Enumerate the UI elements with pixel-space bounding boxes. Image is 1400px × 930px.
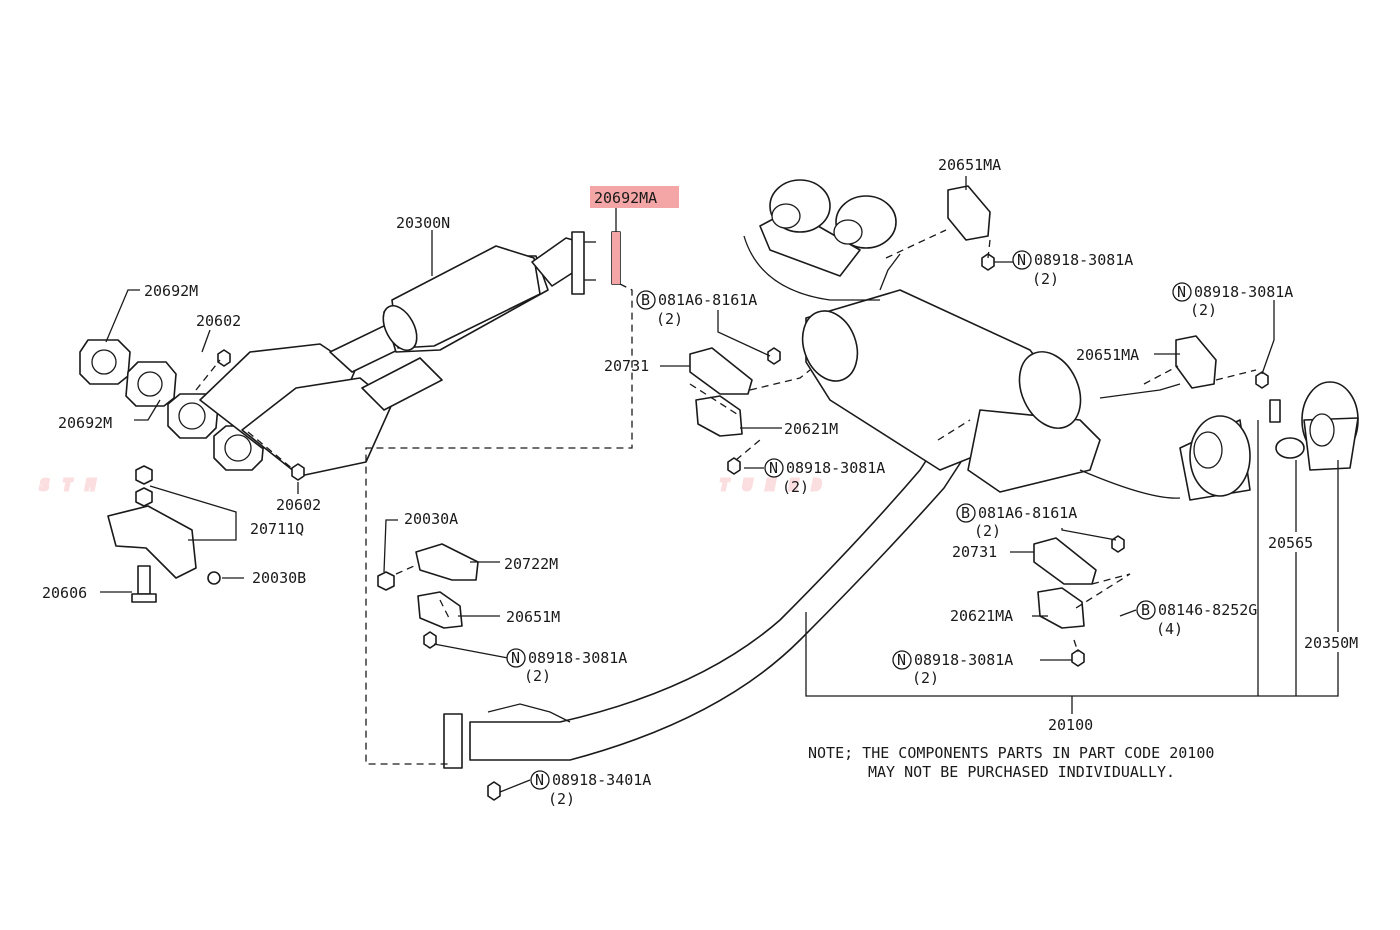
callout-20606[interactable]: 20606: [42, 584, 87, 602]
callout-08918-3081a-mid[interactable]: 08918-3081A: [528, 649, 627, 667]
callout-labels: 20692MA 20300N 20692M 20602 20692M 20602…: [42, 156, 1358, 808]
n-prefix-icon: [506, 648, 526, 668]
b-prefix-low: B: [961, 504, 970, 522]
callout-20731-low[interactable]: 20731: [952, 543, 997, 561]
callout-20602-bottom[interactable]: 20602: [276, 496, 321, 514]
watermark: STM TUNED: [39, 475, 835, 496]
hanger-bracket-20711q: [107, 465, 221, 603]
leader-lines: [100, 176, 1339, 793]
qty-081-low: (2): [974, 522, 1001, 540]
callout-08918-3081a-right[interactable]: 08918-3081A: [1194, 283, 1293, 301]
callout-20621m[interactable]: 20621M: [784, 420, 838, 438]
callout-20651ma-right[interactable]: 20651MA: [1076, 346, 1139, 364]
front-catalyst-assembly: [79, 231, 621, 481]
watermark-stm: STM: [40, 476, 109, 494]
callout-20621ma[interactable]: 20621MA: [950, 607, 1013, 625]
callout-20692ma[interactable]: 20692MA: [594, 189, 657, 207]
qty-center: (2): [782, 478, 809, 496]
mid-bracket-group: [377, 543, 501, 801]
rear-muffler-assembly: [689, 179, 1359, 667]
n-prefix-icon: [1012, 250, 1032, 270]
callout-20692m-top[interactable]: 20692M: [144, 282, 198, 300]
callout-08918-3081a-low[interactable]: 08918-3081A: [914, 651, 1013, 669]
qty-right: (2): [1190, 301, 1217, 319]
note-line-1: NOTE; THE COMPONENTS PARTS IN PART CODE …: [808, 744, 1214, 762]
qty-4: (4): [1156, 620, 1183, 638]
callout-20602-top[interactable]: 20602: [196, 312, 241, 330]
b-prefix-icon: [1136, 600, 1156, 620]
callout-20300n[interactable]: 20300N: [396, 214, 450, 232]
n-prefix-low: N: [897, 651, 906, 669]
callout-20565[interactable]: 20565: [1268, 534, 1313, 552]
callout-081a6-8161a-low[interactable]: 081A6-8161A: [978, 504, 1077, 522]
b-prefix-icon: [636, 290, 656, 310]
n-prefix-topright: N: [1017, 251, 1026, 269]
callout-20692m-left[interactable]: 20692M: [58, 414, 112, 432]
note-line-2: MAY NOT BE PURCHASED INDIVIDUALLY.: [868, 763, 1175, 781]
callout-08146-8252g[interactable]: 08146-8252G: [1158, 601, 1257, 619]
callout-20711q[interactable]: 20711Q: [250, 520, 304, 538]
phantom-dashed-lines: [195, 229, 1257, 765]
b-prefix-icon: [956, 503, 976, 523]
n-prefix-center: N: [769, 459, 778, 477]
n-prefix-right: N: [1177, 283, 1186, 301]
qty-mid: (2): [524, 667, 551, 685]
qty-3401: (2): [548, 790, 575, 808]
n-prefix-icon: [764, 458, 784, 478]
callout-20651ma-top[interactable]: 20651MA: [938, 156, 1001, 174]
watermark-tuned: TUNED: [720, 476, 835, 494]
callout-20731-top[interactable]: 20731: [604, 357, 649, 375]
selected-gasket-highlight: [612, 232, 620, 284]
n-prefix-icon: [892, 650, 912, 670]
selected-part-highlight: [590, 186, 679, 208]
callout-081a6-8161a-top[interactable]: 081A6-8161A: [658, 291, 757, 309]
qty-topright: (2): [1032, 270, 1059, 288]
callout-08918-3081a-topright[interactable]: 08918-3081A: [1034, 251, 1133, 269]
callout-08918-3081a-center[interactable]: 08918-3081A: [786, 459, 885, 477]
n-prefix-3401: N: [535, 771, 544, 789]
b-prefix-08146: B: [1141, 601, 1150, 619]
callout-20030a[interactable]: 20030A: [404, 510, 458, 528]
n-prefix-icon: [1172, 282, 1192, 302]
qty-081-top: (2): [656, 310, 683, 328]
callout-20722m[interactable]: 20722M: [504, 555, 558, 573]
n-prefix-mid: N: [511, 649, 520, 667]
front-pipe: [443, 429, 971, 769]
callout-20651m[interactable]: 20651M: [506, 608, 560, 626]
callout-20030b[interactable]: 20030B: [252, 569, 306, 587]
qty-low: (2): [912, 669, 939, 687]
callout-20350m[interactable]: 20350M: [1304, 634, 1358, 652]
callout-08918-3401a[interactable]: 08918-3401A: [552, 771, 651, 789]
b-prefix-top: B: [641, 291, 650, 309]
n-prefix-icon: [530, 770, 550, 790]
callout-20100[interactable]: 20100: [1048, 716, 1093, 734]
